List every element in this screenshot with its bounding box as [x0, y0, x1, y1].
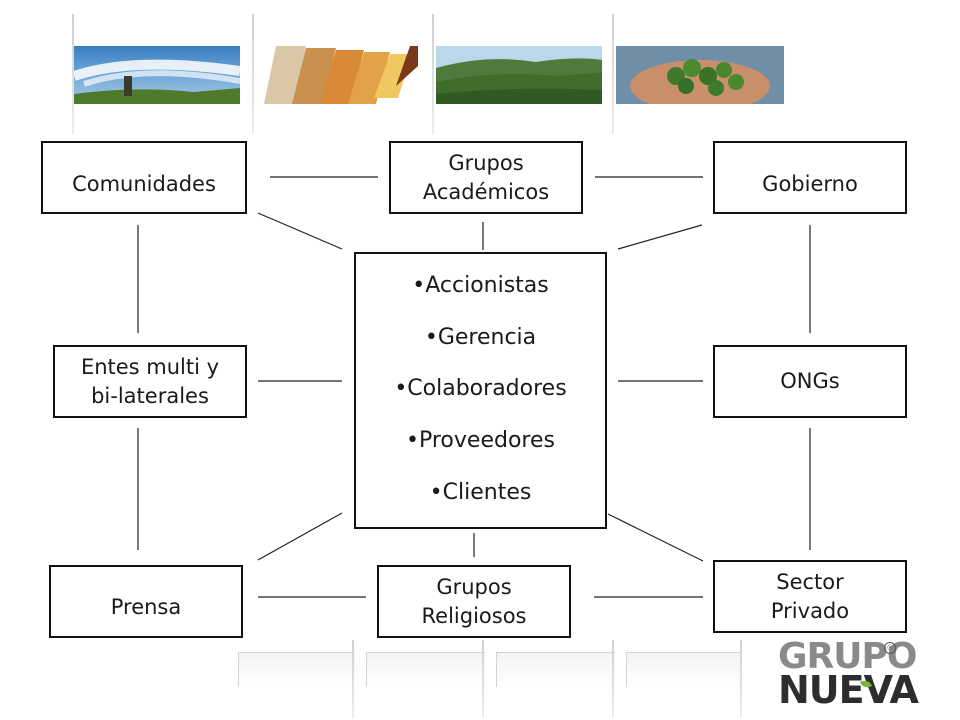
node-center-stakeholders: •Accionistas •Gerencia •Colaboradores •P…	[354, 252, 607, 529]
node-label: Gobierno	[762, 172, 858, 196]
center-item: •Proveedores	[406, 428, 555, 454]
node-label-line: Privado	[770, 598, 850, 623]
header-divider	[432, 14, 434, 134]
footer-tab-decoration	[238, 652, 355, 687]
node-label: Prensa	[110, 595, 182, 619]
footer-tab-decoration	[366, 652, 485, 687]
node-label-line: bi-laterales	[91, 383, 209, 408]
footer-tab-decoration	[626, 652, 741, 687]
connector-line	[607, 513, 704, 562]
node-label: Comunidades	[72, 172, 216, 196]
water-irrigation-photo	[74, 46, 240, 104]
node-entes-multi-bilaterales: Entes multi y bi-laterales	[53, 345, 247, 418]
forest-hills-photo	[436, 46, 602, 104]
node-label-line: Religiosos	[421, 603, 527, 628]
registered-mark: ®	[884, 642, 896, 654]
node-label-line: Entes multi y	[80, 354, 220, 379]
connector-line	[257, 212, 343, 250]
node-grupos-religiosos: Grupos Religiosos	[377, 565, 571, 638]
node-sector-privado: Sector Privado	[713, 560, 907, 633]
center-item: •Clientes	[429, 480, 532, 506]
connector-line	[617, 224, 703, 250]
center-item: •Accionistas	[412, 272, 549, 298]
node-grupos-academicos: Grupos Académicos	[389, 141, 583, 214]
wood-boards-photo	[262, 46, 418, 104]
node-label-line: Grupos	[448, 150, 524, 175]
node-prensa: Prensa	[49, 565, 243, 638]
footer-divider	[612, 640, 614, 718]
node-gobierno: Gobierno	[713, 141, 907, 214]
hands-holding-fruit-photo	[616, 46, 784, 104]
footer-tab-decoration	[496, 652, 615, 687]
node-label-line: Académicos	[422, 179, 550, 204]
node-label-line: Grupos	[436, 574, 512, 599]
node-label-line: Sector	[776, 569, 844, 594]
footer-divider	[352, 640, 354, 718]
center-item: •Colaboradores	[394, 376, 567, 402]
node-comunidades: Comunidades	[41, 141, 247, 214]
center-item: •Gerencia	[424, 324, 537, 350]
footer-divider	[482, 640, 484, 718]
node-ongs: ONGs	[713, 345, 907, 418]
header-divider	[612, 14, 614, 134]
footer-divider	[740, 640, 742, 718]
header-divider	[252, 14, 254, 134]
node-label: ONGs	[780, 369, 840, 393]
connector-line	[257, 512, 343, 561]
header-divider	[72, 14, 74, 134]
logo-text-bottom: NUEVA	[778, 668, 919, 712]
